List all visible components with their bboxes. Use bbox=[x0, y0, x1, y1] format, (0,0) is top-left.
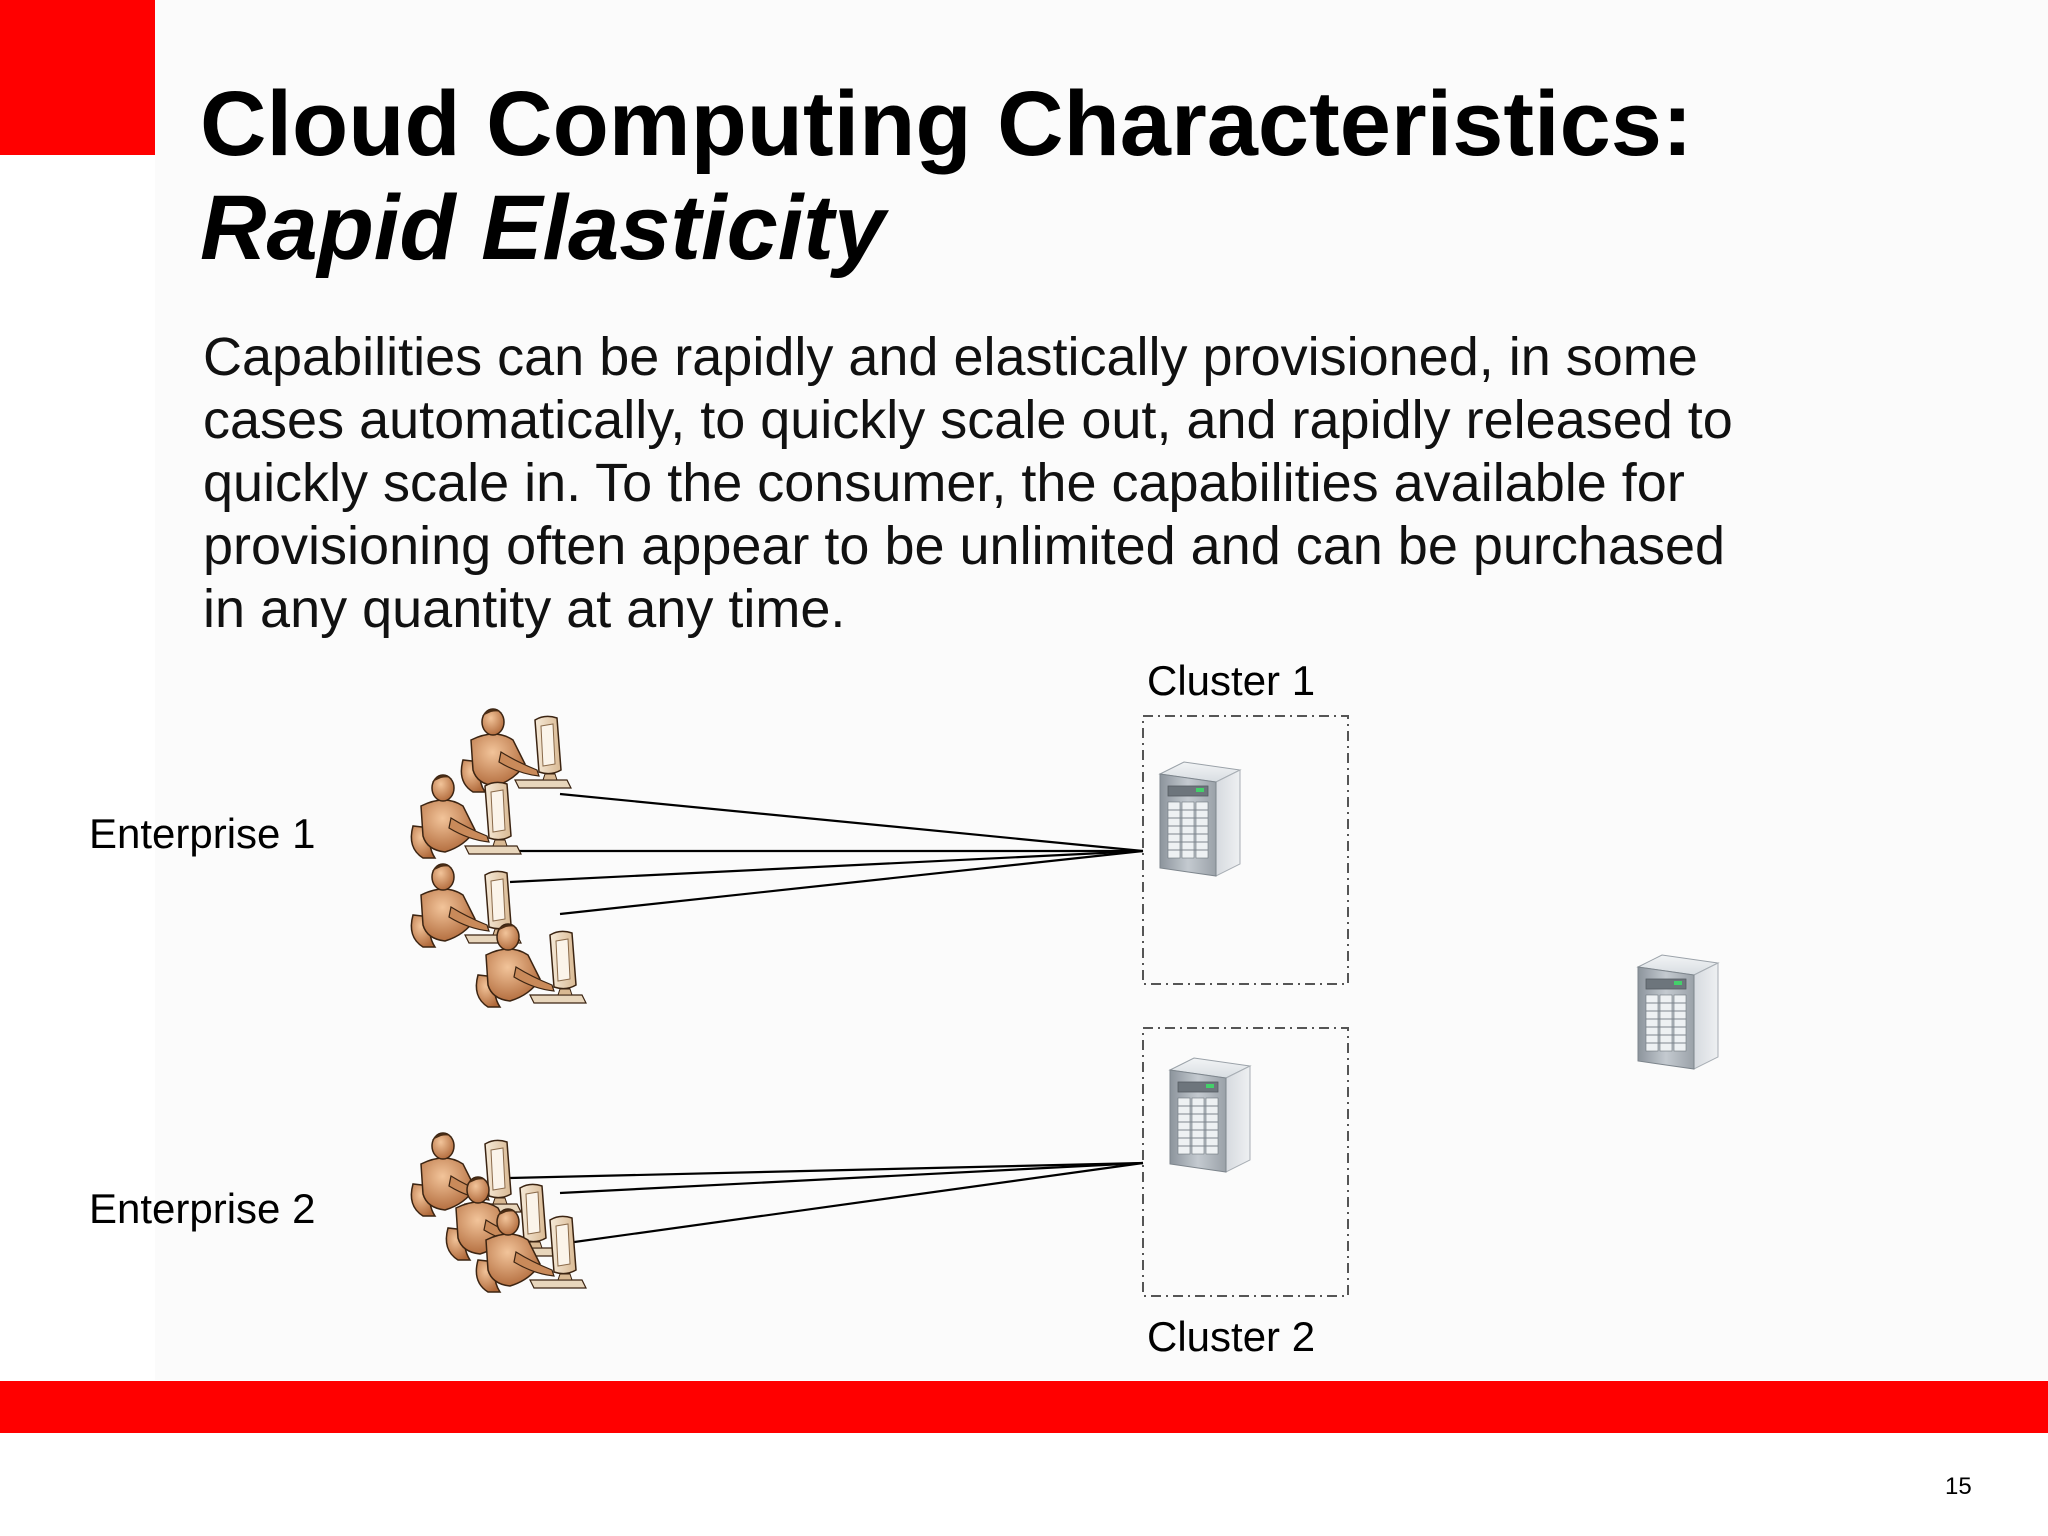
cluster-2-boundary bbox=[1142, 1027, 1349, 1297]
cluster-2-label: Cluster 2 bbox=[1147, 1313, 1316, 1360]
definition-line: quickly scale in. To the consumer, the c… bbox=[203, 453, 1685, 513]
enterprise-2-group bbox=[410, 1132, 587, 1293]
server-icon bbox=[1159, 761, 1241, 877]
enterprise-1-connections bbox=[509, 792, 1144, 916]
definition-line: provisioning often appear to be unlimite… bbox=[203, 516, 1726, 576]
cluster-1-boundary bbox=[1142, 715, 1349, 985]
corner-accent-block bbox=[0, 0, 155, 155]
definition-line: in any quantity at any time. bbox=[203, 579, 846, 639]
enterprise-1-label: Enterprise 1 bbox=[89, 810, 316, 857]
title-line-1: Cloud Computing Characteristics: bbox=[200, 73, 1693, 175]
cluster-1-label: Cluster 1 bbox=[1147, 657, 1316, 704]
slide-title: Cloud Computing Characteristics: Rapid E… bbox=[200, 72, 1693, 280]
definition-line: Capabilities can be rapidly and elastica… bbox=[203, 327, 1698, 387]
person-at-computer-icon bbox=[460, 708, 572, 793]
server-icon bbox=[1169, 1057, 1251, 1173]
content-background bbox=[155, 0, 2048, 1380]
server-icon bbox=[1637, 954, 1719, 1070]
enterprise-1-group bbox=[410, 708, 587, 1008]
page-number: 15 bbox=[1945, 1473, 1972, 1500]
person-at-computer-icon bbox=[410, 774, 522, 859]
enterprise-2-label: Enterprise 2 bbox=[89, 1185, 316, 1232]
definition-text: Capabilities can be rapidly and elastica… bbox=[203, 326, 1863, 641]
title-line-2: Rapid Elasticity bbox=[200, 177, 886, 279]
definition-line: cases automatically, to quickly scale ou… bbox=[203, 390, 1733, 450]
footer-accent-bar bbox=[0, 1381, 2048, 1433]
enterprise-2-connections bbox=[509, 1161, 1144, 1246]
